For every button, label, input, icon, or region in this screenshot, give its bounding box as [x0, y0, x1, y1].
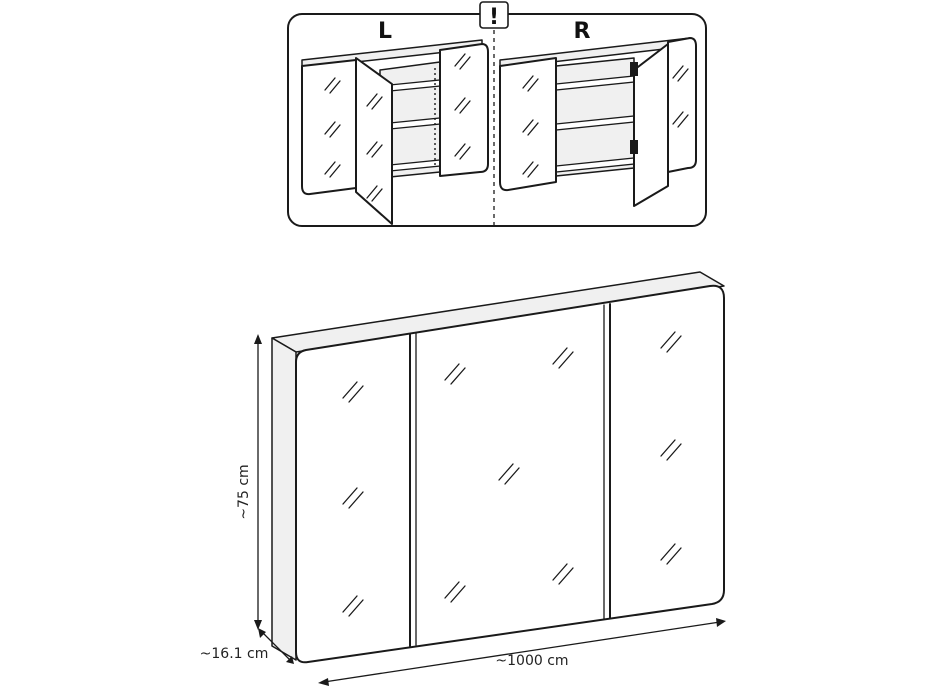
depth-dimension-label: ~16.1 cm: [200, 646, 269, 662]
notice-icon: !: [479, 1, 509, 30]
cabinet-side: [271, 337, 297, 661]
variant-right-label: R: [574, 19, 591, 44]
variant-left-drawing: [301, 39, 489, 225]
variant-left-label: L: [378, 19, 392, 44]
dimension-lines: [254, 334, 726, 686]
height-dimension-label: ~75 cm: [236, 464, 252, 519]
notice-label: !: [489, 5, 499, 30]
cabinet-front: [295, 284, 725, 664]
width-dimension-label: ~1000 cm: [495, 653, 568, 669]
variant-right-drawing: [499, 37, 697, 207]
hinge-icon: [630, 62, 638, 154]
variant-inset: ! L R: [287, 1, 707, 227]
main-cabinet: [271, 271, 725, 664]
